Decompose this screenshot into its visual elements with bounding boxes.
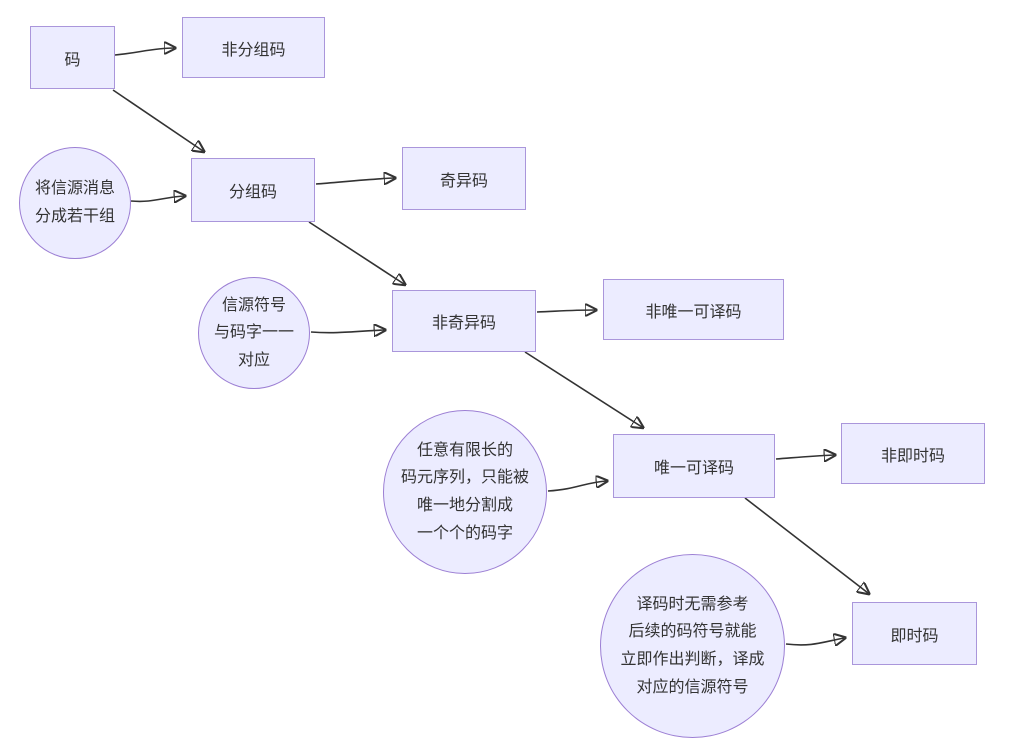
- node-singular-code: 奇异码: [402, 147, 526, 210]
- note-uniquely-decodable-definition: 任意有限长的 码元序列，只能被 唯一地分割成 一个个的码字: [383, 410, 547, 574]
- node-non-block-code: 非分组码: [182, 17, 325, 78]
- node-code: 码: [30, 26, 115, 89]
- edge-uniquely-decodable-to-instantaneous: [744, 497, 868, 593]
- node-non-singular-code: 非奇异码: [392, 290, 536, 352]
- edge-note-one-to-one-to-non-singular-code: [310, 330, 384, 333]
- edge-block-code-to-singular-code: [315, 178, 394, 184]
- edge-block-code-to-non-singular-code: [308, 221, 404, 284]
- node-non-uniquely-decodable-code: 非唯一可译码: [603, 279, 784, 340]
- edge-non-singular-to-non-uniquely-decodable: [536, 310, 595, 312]
- edge-note-uniquely-decodable-to-uniquely-decodable: [547, 481, 606, 492]
- edge-uniquely-decodable-to-non-instantaneous: [775, 455, 834, 459]
- edge-non-singular-to-uniquely-decodable: [524, 351, 642, 427]
- note-one-to-one-correspondence: 信源符号 与码字一一 对应: [198, 277, 310, 389]
- edge-code-to-block-code: [112, 89, 203, 151]
- edge-note-instantaneous-to-instantaneous: [785, 638, 844, 645]
- node-non-instantaneous-code: 非即时码: [841, 423, 985, 484]
- node-uniquely-decodable-code: 唯一可译码: [613, 434, 775, 498]
- note-instantaneous-definition: 译码时无需参考 后续的码符号就能 立即作出判断，译成 对应的信源符号: [600, 554, 785, 738]
- edge-note-group-to-block-code: [130, 196, 184, 201]
- note-group-source-messages: 将信源消息 分成若干组: [19, 147, 131, 259]
- node-block-code: 分组码: [191, 158, 315, 222]
- node-instantaneous-code: 即时码: [852, 602, 977, 665]
- edge-code-to-non-block-code: [114, 48, 174, 56]
